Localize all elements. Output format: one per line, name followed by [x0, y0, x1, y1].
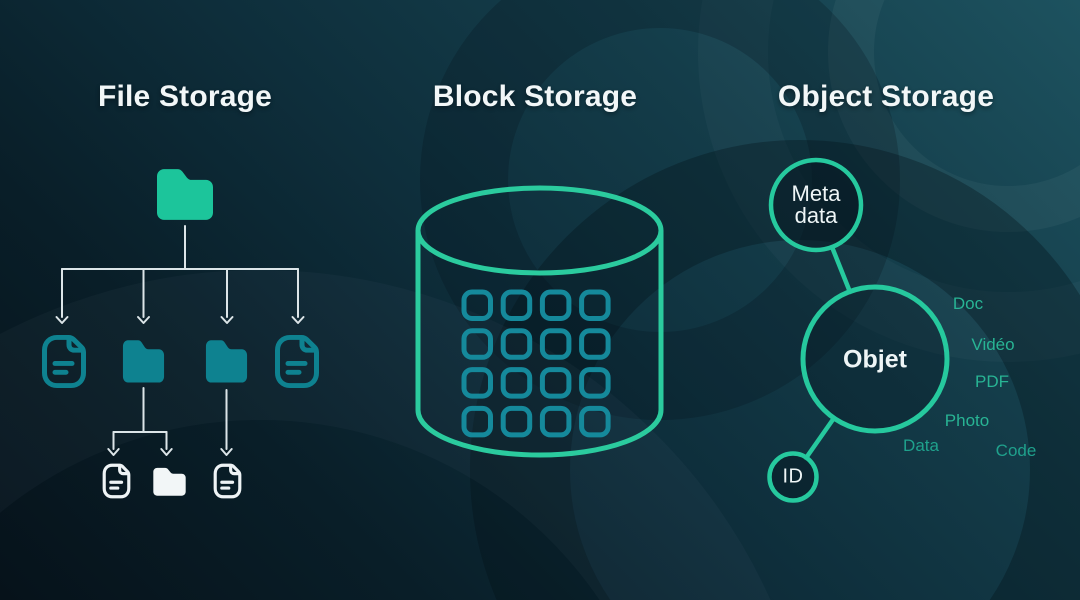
object-connector-lines — [803, 244, 853, 461]
folder-icon — [153, 467, 186, 496]
document-icon — [278, 337, 317, 385]
document-icon — [45, 337, 84, 385]
arrow-down-icon — [220, 316, 234, 324]
arrow-down-icon — [107, 448, 120, 456]
file-type-label-data: Data — [903, 436, 939, 455]
folder-icon — [205, 340, 248, 383]
metadata-label-line2: data — [794, 203, 838, 228]
file-type-label-doc: Doc — [952, 294, 984, 313]
block-grid — [461, 289, 611, 438]
file-type-label-code: Code — [995, 441, 1037, 460]
id-circle — [767, 451, 819, 503]
file-storage-title: File Storage — [97, 80, 273, 113]
file-type-label-photo: Photo — [944, 411, 990, 430]
metadata-label: Meta data — [792, 183, 841, 227]
metadata-label-line1: Meta — [791, 181, 841, 206]
arrow-down-icon — [55, 316, 69, 324]
arrow-down-icon — [291, 316, 305, 324]
folder-icon — [122, 340, 165, 383]
object-storage-graph — [767, 157, 950, 503]
file-type-label-pdf: PDF — [975, 372, 1009, 391]
object-circle — [800, 284, 950, 434]
block-storage-title: Block Storage — [432, 80, 638, 113]
block-storage-figure — [415, 185, 664, 458]
metadata-circle — [768, 157, 864, 253]
root-folder-icon — [157, 169, 213, 220]
object-storage-title: Object Storage — [777, 80, 995, 113]
file-type-label-video: Vidéo — [971, 335, 1015, 354]
document-icon — [213, 463, 242, 499]
arrow-down-icon — [220, 448, 233, 456]
database-cylinder-icon — [415, 185, 664, 458]
object-label: Objet — [843, 345, 907, 374]
document-icon — [102, 463, 131, 499]
tree-connector-lines — [55, 225, 305, 456]
file-storage-tree — [45, 169, 317, 499]
arrow-down-icon — [160, 448, 173, 456]
id-label: ID — [782, 465, 804, 488]
arrow-down-icon — [137, 316, 150, 324]
